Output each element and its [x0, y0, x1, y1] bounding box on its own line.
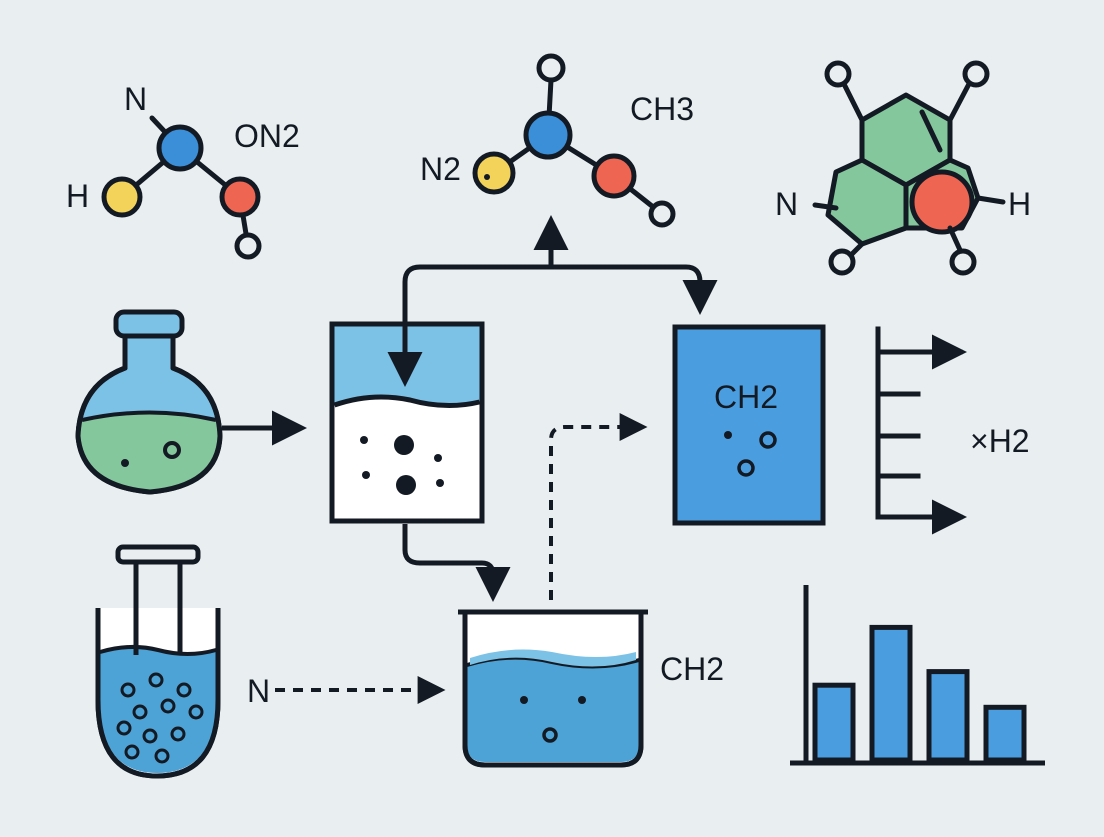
mol3-n-label: N	[775, 186, 798, 222]
mol1-on2-label: ON2	[234, 118, 300, 154]
small-atom	[648, 200, 676, 228]
blue-atom	[523, 110, 573, 160]
bar-4	[983, 704, 1027, 763]
beaker-label: CH2	[660, 651, 724, 687]
red-atom	[591, 153, 637, 199]
molecule-1	[101, 115, 262, 260]
tube-label: N	[247, 673, 270, 709]
test-tube-icon	[95, 544, 221, 779]
arrow-tank-to-beaker	[402, 524, 511, 602]
output-label: ×H2	[970, 423, 1030, 459]
yellow-atom	[101, 176, 143, 218]
bar-1	[812, 682, 856, 763]
mol1-n-label: N	[124, 81, 147, 117]
blue-atom	[156, 124, 204, 172]
bar-3	[926, 669, 970, 763]
blue-tank-label: CH2	[714, 379, 778, 415]
top-atom	[536, 53, 566, 83]
mol2-ch3-label: CH3	[630, 91, 694, 127]
mol1-h-label: H	[66, 178, 89, 214]
red-ring-atom	[909, 169, 975, 235]
blue-tank-icon	[672, 324, 826, 526]
flask-icon	[75, 309, 223, 495]
beaker-icon	[458, 609, 648, 768]
molecule-2	[472, 53, 676, 228]
dashed-arrow-to-blue-tank	[549, 413, 648, 600]
red-atom	[219, 176, 261, 218]
bar-2	[869, 624, 913, 763]
mol2-n2-label: N2	[420, 151, 461, 187]
mol3-h-label: H	[1008, 186, 1031, 222]
yellow-atom	[472, 151, 516, 195]
ring-molecule	[812, 60, 1006, 276]
output-manifold	[875, 326, 967, 535]
small-atom	[234, 232, 262, 260]
bar-chart-icon	[790, 585, 1045, 766]
